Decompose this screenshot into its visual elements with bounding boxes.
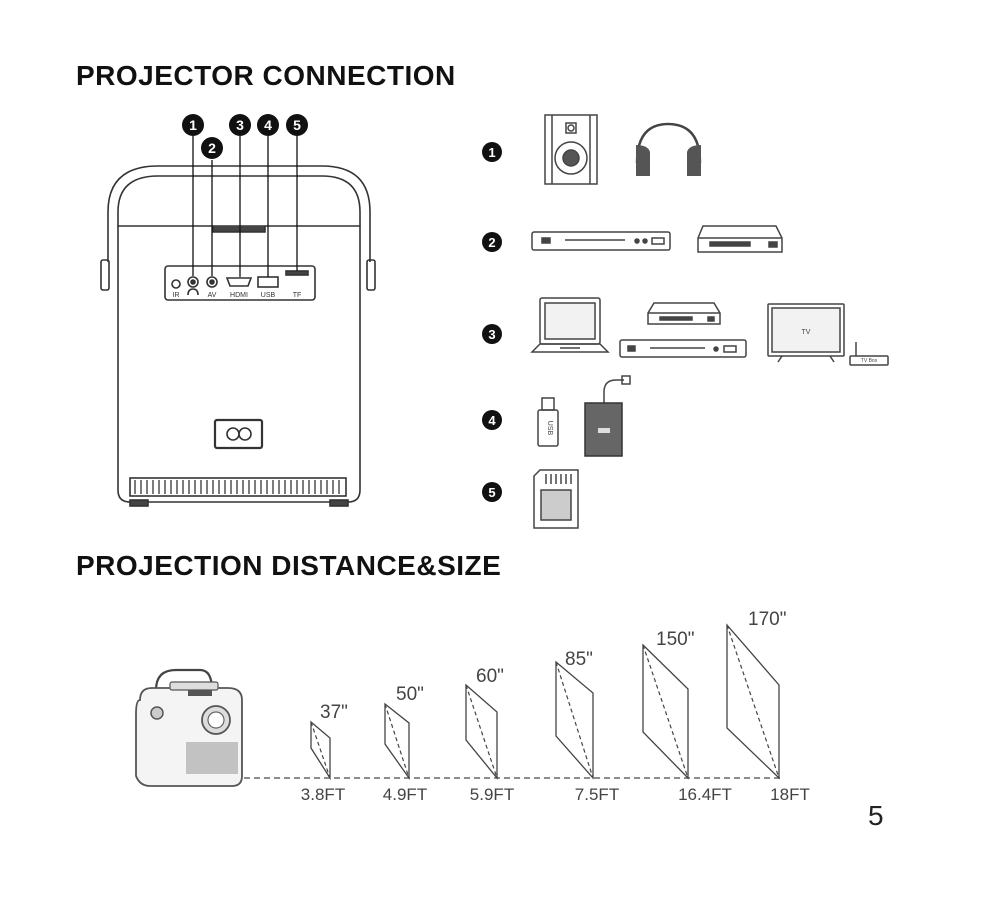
projection-screens: 37" 3.8FT 50" 4.9FT 60" 5.9FT 85" 7.5FT 150" 16.4… [301, 609, 810, 804]
device-marker-4: 4 [482, 410, 502, 430]
port-marker-5: 5 [286, 114, 308, 136]
device-marker-3: 3 [482, 324, 502, 344]
screen-distance-label: 3.8FT [301, 785, 345, 804]
screen-diagonal [726, 624, 780, 779]
screen-distance-label: 4.9FT [383, 785, 427, 804]
port-leader-lines [192, 136, 298, 277]
svg-text:3: 3 [488, 327, 495, 342]
tv-box-icon: TV Box [849, 342, 889, 366]
screen-size-label: 150" [656, 629, 694, 650]
port-marker-2: 2 [201, 137, 223, 159]
port-marker-4: 4 [257, 114, 279, 136]
port-markers: 1 2 3 4 5 [182, 114, 308, 159]
svg-text:1: 1 [488, 145, 495, 160]
laptop-icon [530, 297, 610, 353]
screen-distance-label: 18FT [770, 785, 810, 804]
external-hdd-icon [584, 375, 631, 457]
port-label-ir: IR [173, 292, 180, 299]
media-player-icon [619, 302, 747, 358]
port-marker-3: 3 [229, 114, 251, 136]
projection-screen-3: 60" 5.9FT [465, 666, 514, 804]
screen-size-label: 50" [396, 684, 424, 705]
port-label-tf: TF [293, 292, 302, 299]
screen-outline [555, 660, 594, 780]
page-number: 5 [868, 800, 884, 831]
tv-icon: TV [767, 303, 845, 363]
tv-label: TV [802, 329, 811, 336]
projection-screen-5: 150" 16.4FT [642, 629, 732, 804]
screen-size-label: 60" [476, 666, 504, 687]
projection-screen-1: 37" 3.8FT [301, 702, 348, 804]
device-marker-1: 1 [482, 142, 502, 162]
svg-text:1: 1 [189, 117, 197, 133]
screen-diagonal [310, 721, 331, 779]
port-label-hdmi: HDMI [230, 292, 248, 299]
set-top-box-icon [697, 225, 783, 253]
device-marker-5: 5 [482, 482, 502, 502]
screen-distance-label: 5.9FT [470, 785, 514, 804]
svg-text:5: 5 [293, 117, 301, 133]
port-label-av: AV [208, 292, 217, 299]
screen-distance-label: 16.4FT [678, 785, 732, 804]
svg-text:4: 4 [488, 413, 496, 428]
screen-size-label: 170" [748, 609, 786, 630]
port-label-usb: USB [261, 292, 276, 299]
projection-screen-6: 170" 18FT [726, 609, 810, 804]
port-labels: IR AV HDMI USB TF [173, 292, 302, 299]
dvd-player-icon [531, 231, 671, 251]
vent-slots [134, 480, 340, 494]
sd-card-icon [533, 469, 579, 529]
screen-size-label: 85" [565, 649, 593, 670]
usb-drive-label: USB [546, 421, 553, 436]
screen-size-label: 37" [320, 702, 348, 723]
tv-box-label: TV Box [861, 358, 878, 364]
mini-projector-icon [135, 668, 243, 787]
svg-text:3: 3 [236, 117, 244, 133]
projection-screen-4: 85" 7.5FT [555, 649, 619, 804]
screen-diagonal [555, 661, 594, 779]
svg-text:5: 5 [488, 485, 495, 500]
screen-diagonal [384, 703, 410, 779]
projector-rear-view [100, 165, 376, 507]
projection-screen-2: 50" 4.9FT [383, 684, 427, 804]
port-marker-1: 1 [182, 114, 204, 136]
device-markers: 1 2 3 4 5 [482, 142, 502, 502]
headphones-icon [635, 122, 702, 176]
connection-title: PROJECTOR CONNECTION [76, 60, 456, 91]
svg-text:2: 2 [208, 140, 216, 156]
screen-distance-label: 7.5FT [575, 785, 619, 804]
svg-text:2: 2 [488, 235, 495, 250]
usb-drive-icon: USB [537, 397, 559, 447]
device-marker-2: 2 [482, 232, 502, 252]
svg-text:4: 4 [264, 117, 272, 133]
screen-diagonal [642, 644, 689, 779]
speaker-icon [544, 114, 598, 185]
screen-diagonal [465, 684, 498, 779]
distance-title: PROJECTION DISTANCE&SIZE [76, 550, 502, 581]
